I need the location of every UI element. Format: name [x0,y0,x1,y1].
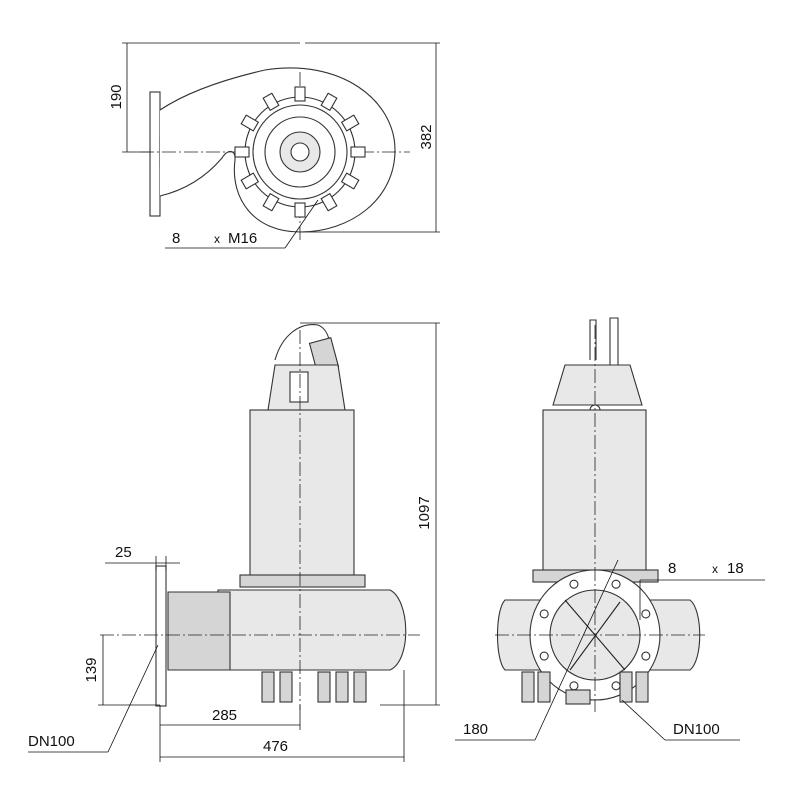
front-motor-cap [552,364,643,406]
dim-25-label: 25 [115,544,132,561]
ring-lug [320,192,338,212]
flange-hole [641,651,651,661]
flange-holes [539,579,651,691]
bolt-count-label: 8 [172,230,180,247]
dim-139-label: 139 [83,657,100,682]
side-view: 1097 25 139 [28,322,440,762]
side-flange [155,565,167,707]
hole-size-label: 18 [727,560,744,577]
ring-lug [340,114,360,132]
ring-lug [294,202,306,218]
dim-1097-label: 1097 [416,496,433,529]
ring-lug [262,192,280,212]
pump-casing [217,589,407,671]
dim-476-label: 476 [263,738,288,755]
dim-190-label: 190 [108,84,125,109]
hole-times-label: x [712,562,718,576]
flange-hole [611,579,621,589]
flange-hole [539,651,549,661]
motor-housing [249,409,355,581]
front-outlet-label: DN100 [673,721,720,738]
ring-lug [240,114,260,132]
flange-hole [611,681,621,691]
bolt-thread-label: M16 [228,230,257,247]
flange-hole [569,681,579,691]
front-motor-housing [542,409,647,576]
ring-lug [240,172,260,190]
top-view: 190 382 8 x M16 [108,42,440,249]
ring-lug [350,146,366,158]
flange-hole [539,609,549,619]
bolt-times-label: x [214,232,220,246]
pcd-label: 180 [463,721,488,738]
bolt-ring [234,86,366,218]
front-view: 8 x 18 180 DN100 [455,317,765,741]
dim-382-label: 382 [418,124,435,149]
hole-count-label: 8 [668,560,676,577]
ring-lug [294,86,306,102]
flange-hole [569,579,579,589]
ring-lug [320,92,338,112]
front-feet [521,671,649,705]
dim-285-label: 285 [212,707,237,724]
top-flange [149,91,161,217]
ring-lug [340,172,360,190]
flange-hole [641,609,651,619]
ring-lug [262,92,280,112]
feet [261,671,367,703]
ring-lug [234,146,250,158]
side-outlet-label: DN100 [28,733,75,750]
